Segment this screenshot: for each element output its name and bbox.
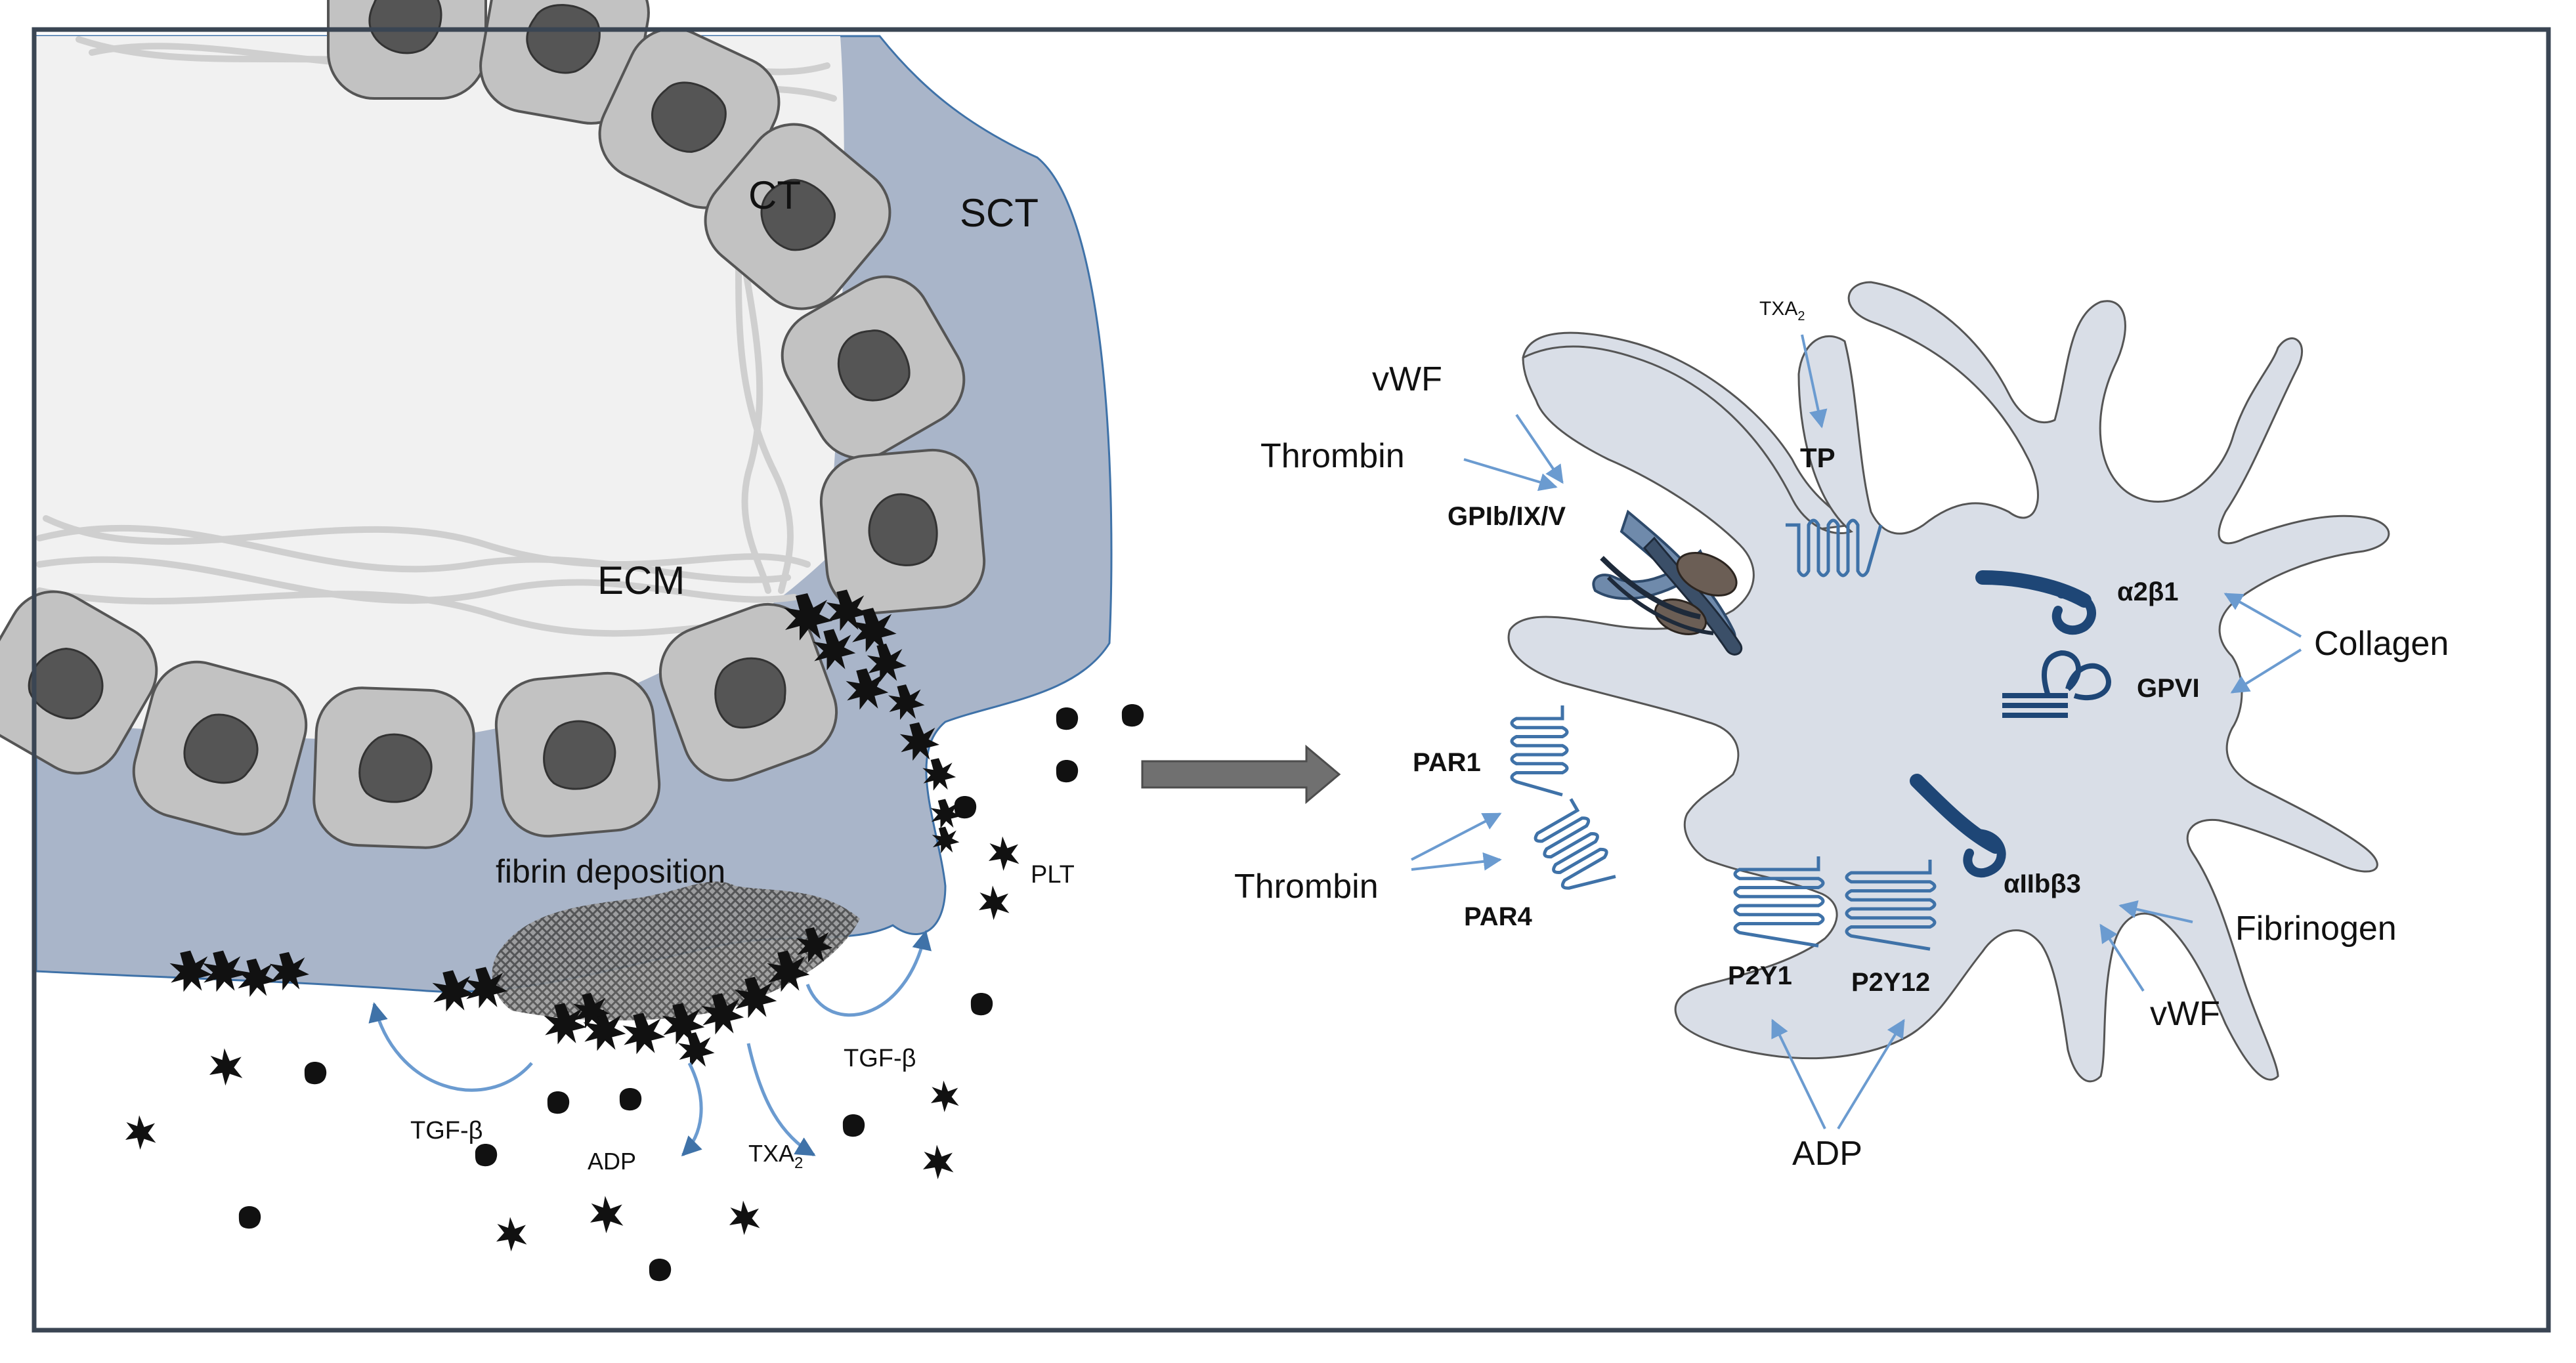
vwf-to-aiib-arrow [2099, 923, 2145, 992]
resting-platelet-icon [649, 1258, 672, 1282]
txa2-arrow [746, 1043, 816, 1157]
cytotrophoblast-cell [494, 671, 661, 838]
label-collagen: Collagen [2314, 625, 2449, 663]
thrombin-to-par1-arrow [1411, 812, 1502, 861]
cytotrophoblast-cell [132, 660, 308, 836]
resting-platelet-icon [970, 992, 993, 1016]
adp-arrow [681, 1062, 703, 1157]
activated-platelet-icon [989, 836, 1020, 871]
label-vwf-bottom: vWF [2150, 995, 2220, 1033]
label-aiib-b3: αIIbβ3 [2004, 870, 2081, 898]
label-adp-right: ADP [1792, 1135, 1862, 1173]
activated-platelet-icon [729, 1200, 760, 1235]
resting-platelet-icon [475, 1143, 498, 1167]
label-thrombin-top: Thrombin [1260, 437, 1405, 475]
collagen-to-a2b1-arrow [2223, 593, 2302, 638]
resting-platelet-icon [842, 1114, 865, 1137]
txa2-to-tp-arrow [1801, 334, 1828, 429]
integrin-a2b1 [1975, 570, 2096, 635]
activated-platelet-icon [125, 1115, 156, 1150]
resting-platelet-icon [954, 795, 977, 819]
integrin-aiib-b3 [1910, 774, 2006, 878]
cytotrophoblast-layer [0, 0, 986, 849]
thrombin-to-gpib-arrow [1463, 458, 1558, 492]
tgf-beta-arrow-right [805, 930, 932, 1017]
label-par4: PAR4 [1464, 902, 1532, 931]
label-a2b1: α2β1 [2117, 577, 2179, 606]
label-tgf-beta-right: TGF-β [844, 1045, 916, 1072]
activated-platelet-icon [923, 1144, 954, 1179]
cytotrophoblast-cell [479, 0, 650, 125]
activated-platelet-icon [590, 1196, 624, 1234]
collagen-to-gpvi-arrow [2230, 648, 2302, 694]
resting-platelet-icon [304, 1061, 327, 1085]
activated-platelet-icon [979, 885, 1010, 920]
resting-platelet-icon [1121, 703, 1144, 727]
vwf-to-gpib-arrow [1515, 413, 1564, 484]
label-txa2-left: TXA2 [748, 1140, 803, 1172]
resting-platelet-icon [1056, 707, 1079, 730]
gpvi-receptor [2002, 650, 2111, 718]
right-panel: vWF Thrombin GPIb/IX/V TXA2 TP α2β1 Coll… [1234, 281, 2449, 1173]
figure-frame [32, 27, 2551, 1333]
resting-platelet-icon [1056, 759, 1079, 783]
activated-platelet-icon [496, 1217, 527, 1251]
platelet-body [1507, 281, 2390, 1083]
adp-to-p2y1-arrow [1771, 1018, 1826, 1129]
p2y12-receptor [1845, 860, 1937, 951]
cytotrophoblast-cell [598, 27, 781, 209]
label-sct: SCT [960, 191, 1039, 235]
adp-to-p2y12-arrow [1837, 1018, 1905, 1130]
thrombin-to-par4-arrow [1411, 852, 1502, 871]
label-fibrin-deposition: fibrin deposition [496, 853, 725, 890]
activated-platelet-icon [931, 1080, 959, 1112]
ligand-arrows [1411, 334, 2302, 1130]
cytotrophoblast-cell [658, 602, 838, 782]
cytotrophoblast-cell [704, 123, 891, 310]
par1-receptor [1510, 705, 1569, 797]
tp-receptor [1786, 518, 1883, 577]
label-tp: TP [1800, 442, 1835, 473]
label-vwf-top: vWF [1372, 360, 1442, 398]
label-ecm: ECM [597, 558, 685, 602]
par4-receptor [1534, 798, 1616, 890]
resting-platelet-icon [238, 1206, 261, 1229]
label-plt: PLT [1031, 861, 1075, 889]
tgf-beta-arrow-left [368, 1002, 533, 1092]
label-gpvi: GPVI [2137, 674, 2200, 703]
gpib-ix-v-receptor [1592, 509, 1742, 656]
right-arrow-icon [1141, 744, 1341, 805]
cytotrophoblast-cell [781, 275, 966, 460]
label-ct: CT [748, 173, 801, 217]
label-p2y12: P2Y12 [1851, 968, 1930, 997]
label-adp-left: ADP [588, 1148, 636, 1175]
left-panel: CT SCT ECM fibrin deposition PLT TGF-β A… [0, 0, 1144, 1282]
cytotrophoblast-cell [327, 0, 487, 100]
label-tgf-beta-left: TGF-β [410, 1117, 483, 1144]
label-gpib-ix-v: GPIb/IX/V [1448, 502, 1566, 531]
activated-platelet-icon [678, 1032, 715, 1068]
activated-platelet-icon [209, 1048, 243, 1086]
fibrinogen-to-aiib-arrow [2118, 900, 2193, 923]
label-thrombin-left: Thrombin [1234, 868, 1379, 906]
label-fibrinogen: Fibrinogen [2235, 910, 2397, 948]
cytotrophoblast-cell [0, 590, 158, 775]
signal-arrows-left [368, 930, 932, 1157]
label-p2y1: P2Y1 [1728, 961, 1792, 990]
seven-transmembrane-receptors [1510, 518, 1937, 951]
label-par1: PAR1 [1413, 748, 1481, 777]
p2y1-receptor [1733, 856, 1825, 948]
resting-platelet-icon [547, 1091, 570, 1114]
cytotrophoblast-cell [819, 448, 986, 615]
resting-platelet-icon [619, 1087, 642, 1111]
cytotrophoblast-cell [312, 686, 475, 849]
label-txa2-right: TXA2 [1759, 298, 1805, 324]
